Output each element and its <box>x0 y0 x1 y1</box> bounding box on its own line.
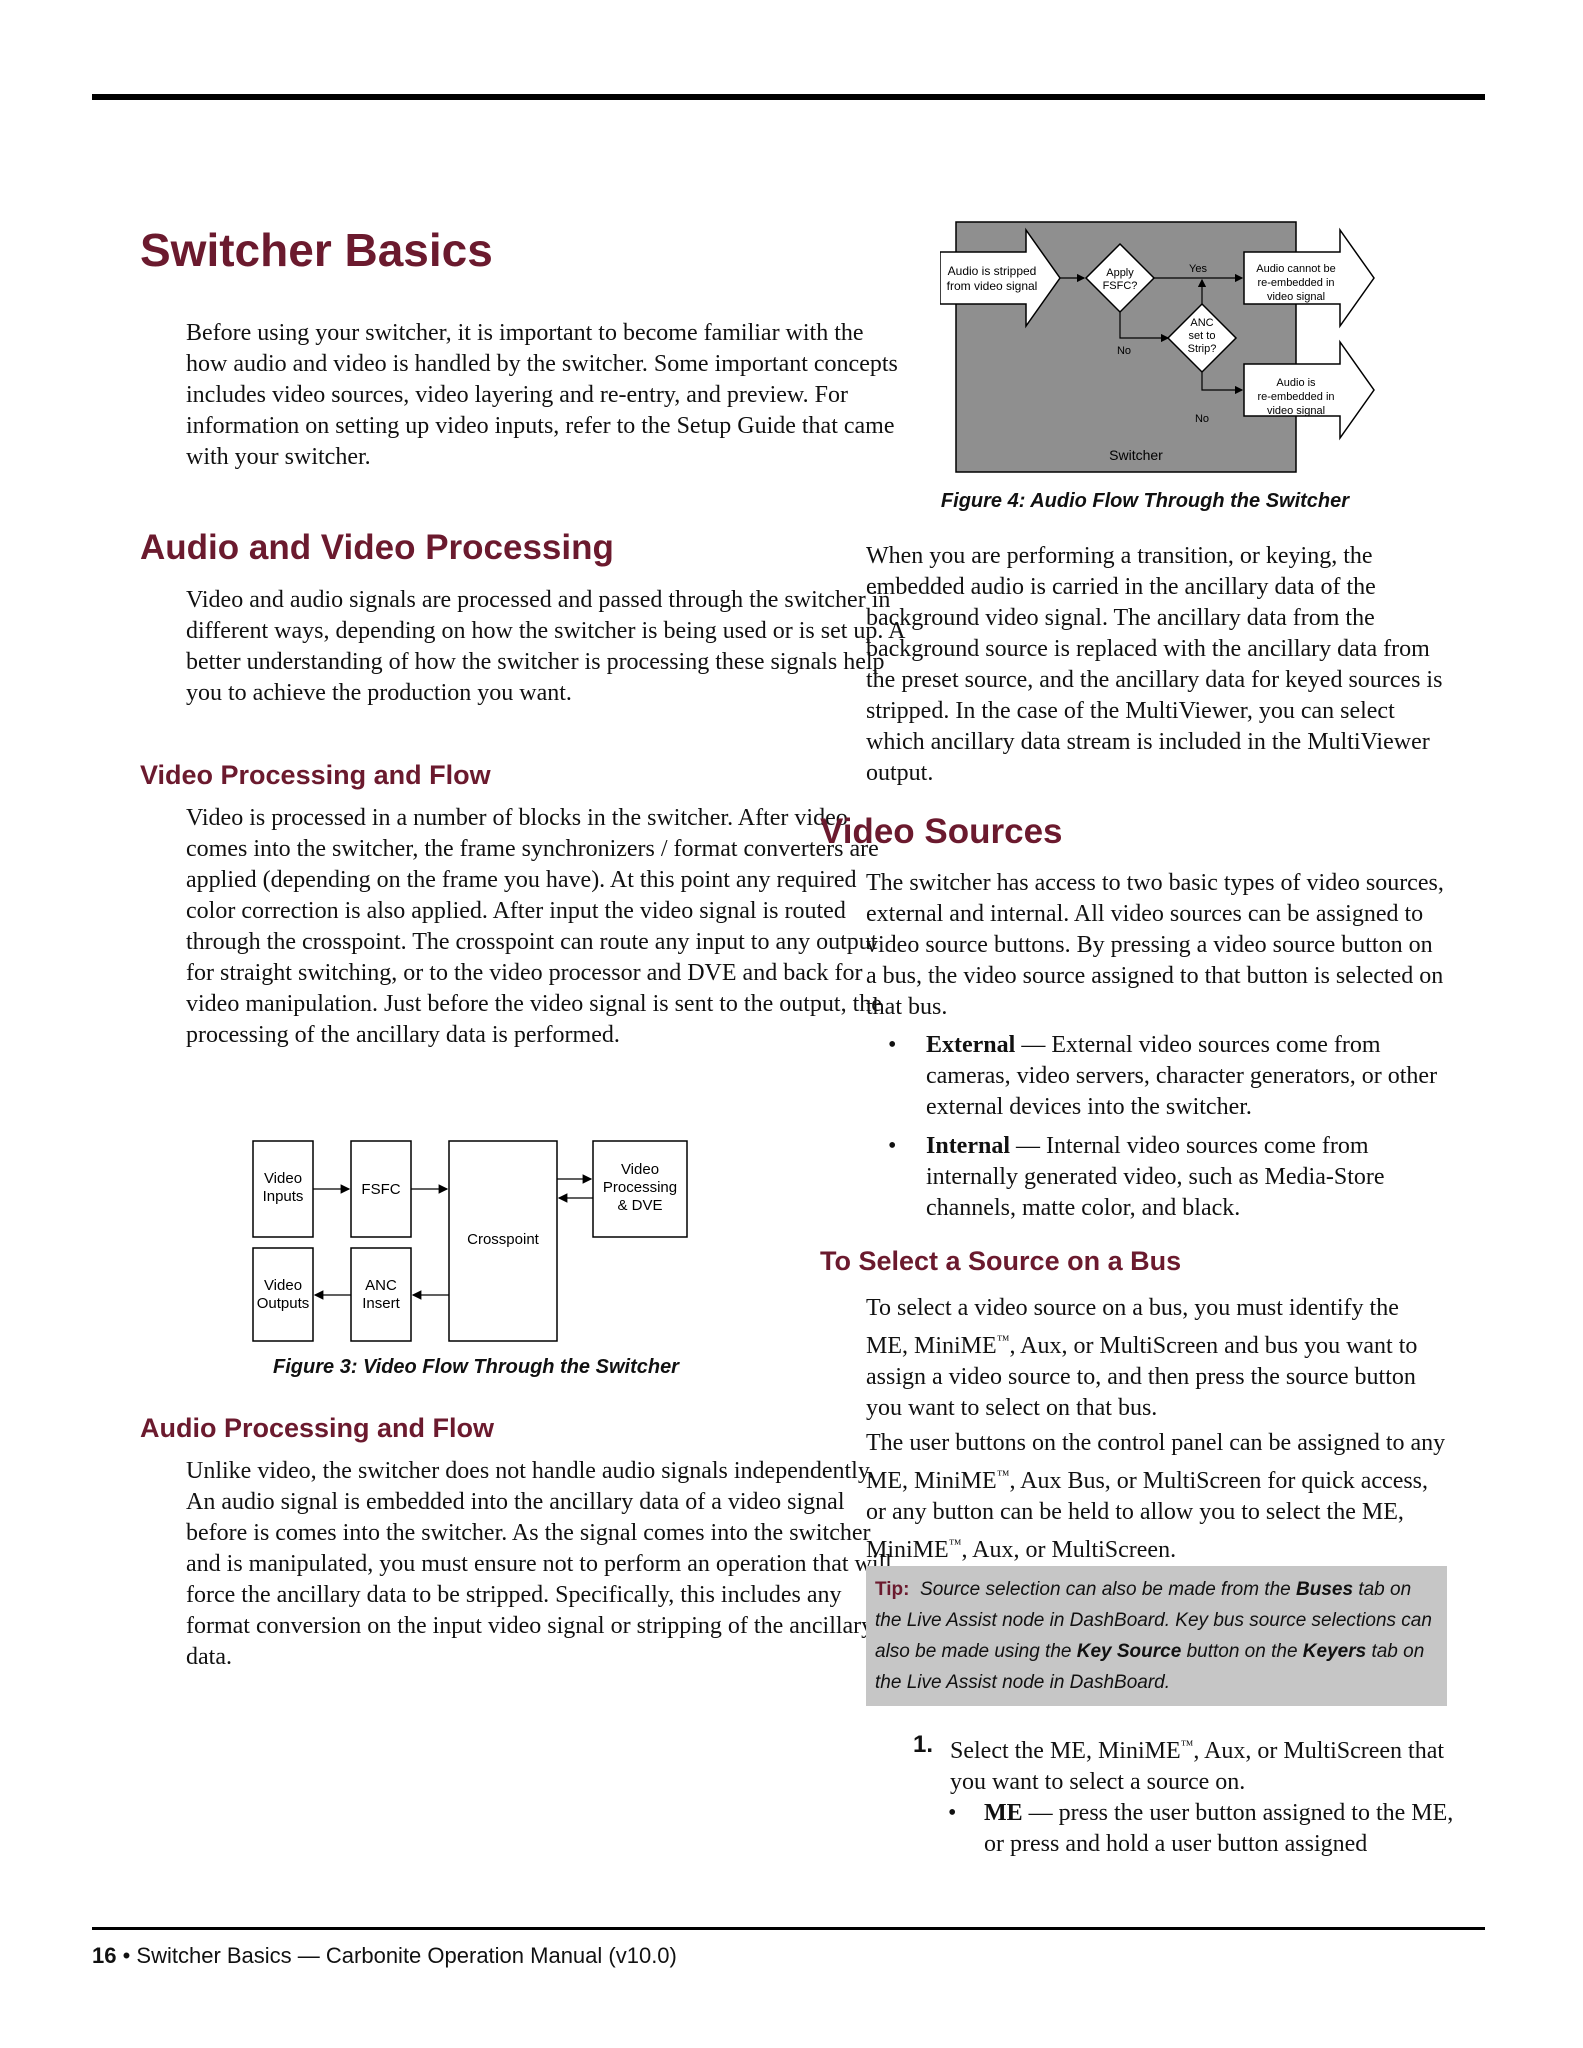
me-text: — press the user button assigned to the … <box>984 1800 1454 1857</box>
dve-box <box>592 1140 688 1238</box>
reembed-arrow-shape <box>1243 339 1375 441</box>
anc-label-2: set to <box>1189 330 1216 342</box>
footer-text: • Switcher Basics — Carbonite Operation … <box>116 1943 677 1968</box>
tip-box: Tip: Source selection can also be made f… <box>866 1566 1447 1706</box>
video-outputs-box <box>252 1247 314 1342</box>
step-1-part-b: , Aux, or MultiScreen that you want to s… <box>950 1738 1445 1795</box>
p2-part-c: , Aux, or MultiScreen. <box>961 1537 1177 1563</box>
bullet-me: • ME — press the user button assigned to … <box>926 1798 1454 1860</box>
video-sources-paragraph: The switcher has access to two basic typ… <box>866 870 1444 1020</box>
tip-text-1: Source selection can also be made from t… <box>920 1579 1297 1600</box>
video-inputs-label-1: Video <box>264 1170 302 1187</box>
arrow-apply-anc <box>1119 312 1170 343</box>
reembed-label-3: video signal <box>1267 405 1325 417</box>
stripped-label-2: from video signal <box>947 279 1038 293</box>
bullet-external: • External — External video sources come … <box>866 1030 1446 1123</box>
bullet-internal: • Internal — Internal video sources come … <box>866 1131 1446 1224</box>
page-footer: 16 • Switcher Basics — Carbonite Operati… <box>92 1943 677 1969</box>
stripped-arrow-shape <box>940 227 1061 329</box>
fsfc-label: FSFC <box>361 1181 400 1198</box>
step-1-part-a: Select the ME, MiniME <box>950 1738 1181 1764</box>
heading-audio-video: Audio and Video Processing <box>140 528 614 567</box>
tm-mark: ™ <box>996 1467 1010 1482</box>
tm-mark: ™ <box>948 1536 962 1551</box>
video-inputs-label-2: Inputs <box>263 1188 304 1205</box>
tip-buses: Buses <box>1296 1579 1354 1600</box>
page-title: Switcher Basics <box>140 224 493 276</box>
bullet-dot: • <box>888 1133 897 1159</box>
bottom-rule <box>92 1927 1485 1930</box>
video-outputs-label-2: Outputs <box>257 1295 310 1312</box>
bullet-dot: • <box>888 1032 897 1058</box>
tip-text-2: tab on the Live Assist node in DashBoard… <box>875 1579 1432 1662</box>
anc-insert-label-2: Insert <box>362 1295 400 1312</box>
no-label-1: No <box>1117 345 1131 357</box>
p2-part-b: , Aux Bus, or MultiScreen for quick acce… <box>866 1468 1429 1563</box>
figure-3-caption: Figure 3: Video Flow Through the Switche… <box>273 1356 679 1378</box>
crosspoint-label: Crosspoint <box>467 1231 540 1248</box>
bullet-dot: • <box>948 1800 957 1826</box>
arrow-anc-reembed <box>1201 372 1244 395</box>
p2-part-a: The user buttons on the control panel ca… <box>866 1430 1446 1494</box>
intro-paragraph: Before using your switcher, it is import… <box>186 320 898 470</box>
video-inputs-box <box>252 1140 314 1238</box>
internal-term: Internal <box>926 1133 1010 1159</box>
switcher-label: Switcher <box>1109 447 1163 463</box>
heading-select-source: To Select a Source on a Bus <box>820 1246 1182 1276</box>
cannot-arrow-shape <box>1243 227 1375 329</box>
dve-label-2: Processing <box>603 1179 677 1196</box>
reembed-label-1: Audio is <box>1276 377 1316 389</box>
top-rule <box>92 94 1485 100</box>
apply-fsfc-label-1: Apply <box>1106 267 1134 279</box>
page-number: 16 <box>92 1943 117 1968</box>
me-term: ME <box>984 1800 1023 1826</box>
reembed-label-2: re-embedded in <box>1257 391 1334 403</box>
figure-4-caption: Figure 4: Audio Flow Through the Switche… <box>940 490 1350 512</box>
select-source-paragraph-1: To select a video source on a bus, you m… <box>866 1293 1446 1424</box>
anc-insert-box <box>350 1247 412 1342</box>
select-source-paragraph-2: The user buttons on the control panel ca… <box>866 1428 1446 1566</box>
internal-text: — Internal video sources come from inter… <box>926 1133 1385 1221</box>
fsfc-box <box>350 1140 412 1238</box>
step-number: 1. <box>913 1731 934 1758</box>
heading-video-flow: Video Processing and Flow <box>140 760 491 790</box>
transition-paragraph: When you are performing a transition, or… <box>866 543 1443 786</box>
tip-keyers: Keyers <box>1302 1641 1367 1662</box>
dve-label-3: & DVE <box>617 1197 662 1214</box>
audio-video-paragraph: Video and audio signals are processed an… <box>186 587 905 706</box>
anc-label-1: ANC <box>1190 317 1213 329</box>
figure-4-diagram: Audio is stripped from video signal Appl… <box>940 221 1375 473</box>
crosspoint-box <box>448 1140 558 1342</box>
heading-audio-flow: Audio Processing and Flow <box>140 1413 495 1443</box>
cannot-label-2: re-embedded in <box>1257 277 1334 289</box>
video-outputs-label-1: Video <box>264 1277 302 1294</box>
dve-label-1: Video <box>621 1161 659 1178</box>
step-1: 1. Select the ME, MiniME™, Aux, or MultiS… <box>866 1729 1480 1798</box>
p1-part-b: , Aux, or MultiScreen and bus you want t… <box>866 1333 1418 1421</box>
audio-flow-paragraph: Unlike video, the switcher does not hand… <box>186 1458 892 1670</box>
p1-part-a: To select a video source on a bus, you m… <box>866 1295 1399 1359</box>
no-label-2: No <box>1195 413 1209 425</box>
anc-label-3: Strip? <box>1188 343 1217 355</box>
tip-text-3: button on the <box>1181 1641 1303 1662</box>
tip-label: Tip: <box>875 1579 910 1600</box>
heading-video-sources: Video Sources <box>820 812 1063 851</box>
apply-fsfc-label-2: FSFC? <box>1103 280 1138 292</box>
tip-text-4: tab on the Live Assist node in DashBoard… <box>875 1641 1425 1693</box>
anc-insert-label-1: ANC <box>365 1277 397 1294</box>
tip-key-source: Key Source <box>1076 1641 1182 1662</box>
tm-mark: ™ <box>996 1332 1010 1347</box>
tm-mark: ™ <box>1180 1737 1194 1752</box>
cannot-label-1: Audio cannot be <box>1256 263 1336 275</box>
cannot-label-3: video signal <box>1267 291 1325 303</box>
figure-3-diagram: Video Inputs FSFC Crosspoint Video Proce… <box>252 1140 688 1342</box>
stripped-label-1: Audio is stripped <box>948 264 1037 278</box>
external-text: — External video sources come from camer… <box>926 1032 1438 1120</box>
external-term: External <box>926 1032 1016 1058</box>
yes-label: Yes <box>1189 263 1207 275</box>
video-flow-paragraph: Video is processed in a number of blocks… <box>186 805 882 1048</box>
